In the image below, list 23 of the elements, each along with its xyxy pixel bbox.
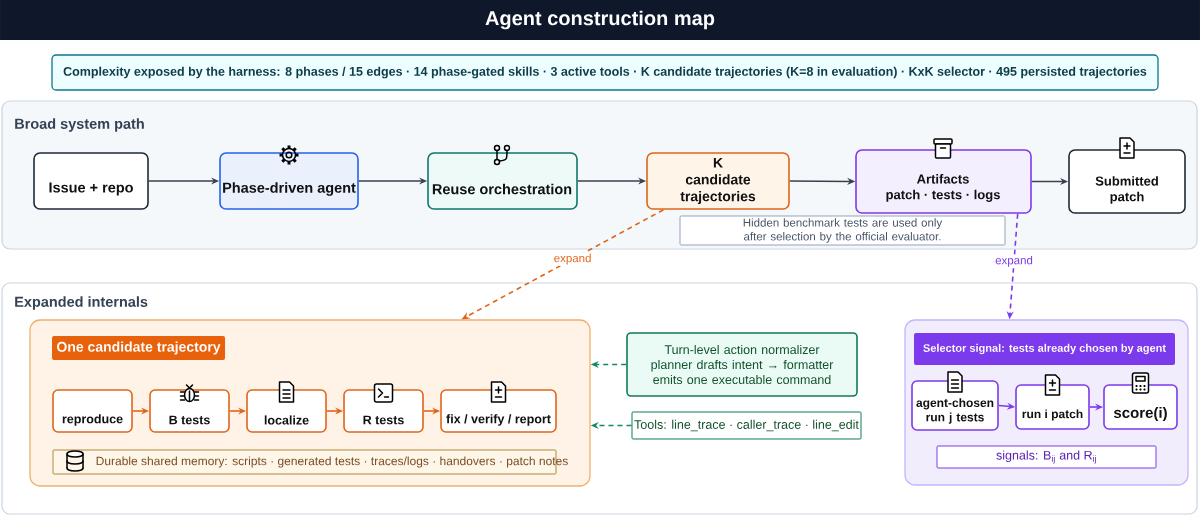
- step-box: localize: [246, 389, 327, 433]
- signals-box: signals: B$_{ij}$ and R$_{ij}$: [936, 445, 1157, 469]
- note-box: Hidden benchmark tests are used only after selection by the official evaluator.: [679, 215, 1006, 246]
- process-box: Phase-driven agent: [219, 152, 359, 210]
- step-box: B tests: [149, 389, 230, 433]
- normalizer-box: Turn-level action normalizer planner drafts intent → formatter emits one executable command: [626, 332, 858, 397]
- step-box: run i patch: [1015, 384, 1090, 430]
- title-banner: Agent construction map: [0, 0, 1200, 40]
- step-box: R tests: [343, 389, 424, 433]
- process-box: K candidate trajectories: [646, 152, 790, 210]
- step-box: reproduce: [52, 389, 133, 433]
- process-box: Reuse orchestration: [427, 152, 578, 210]
- tools-box: Tools: line_trace · caller_trace · line_edit: [631, 411, 862, 440]
- step-box: score(i): [1103, 384, 1178, 430]
- step-box: agent-chosen run j tests: [911, 380, 999, 431]
- step-box: fix / verify / report: [440, 389, 557, 433]
- process-box: Artifacts patch · tests · logs: [855, 149, 1032, 214]
- memory-box: Durable shared memory: scripts · generated tests · traces/logs · handovers · patch notes: [52, 449, 568, 475]
- summary-box: Complexity exposed by the harness: 8 phases / 15 edges · 14 phase-gated skills · 3 active tools · K candidate trajectories (K=8 in evaluation) · KxK selector · 495 persisted trajectories: [51, 54, 1159, 91]
- edge-label: expand: [993, 254, 1035, 269]
- edge-label: expand: [552, 252, 593, 266]
- process-box: Issue + repo: [33, 152, 149, 210]
- process-box: Submitted patch: [1068, 149, 1186, 214]
